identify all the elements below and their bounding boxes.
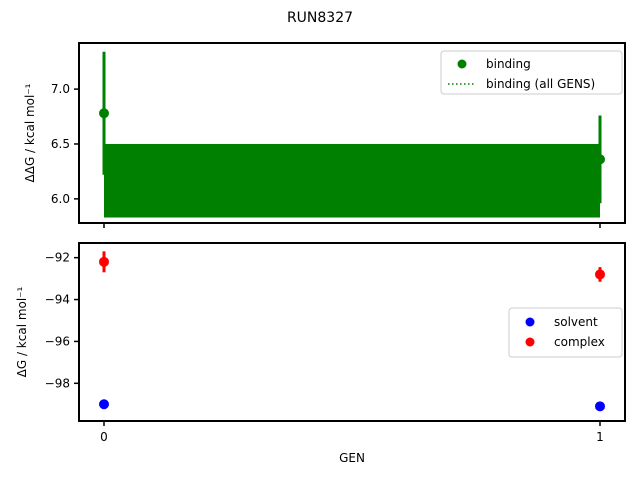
x-tick-label: 0 xyxy=(100,430,108,444)
top-legend-box xyxy=(440,50,623,95)
solvent-marker-icon xyxy=(525,317,535,327)
bottom-y-ticks: −92 −94 −96 −98 xyxy=(45,251,79,390)
top-y-tick-label: 6.5 xyxy=(51,137,70,151)
top-y-axis-label: ΔΔG / kcal mol⁻¹ xyxy=(23,83,37,182)
binding-marker-icon xyxy=(457,59,467,69)
bottom-y-axis-label: ΔG / kcal mol⁻¹ xyxy=(15,286,29,377)
bottom-legend: solvent complex xyxy=(508,307,623,358)
complex-marker-icon xyxy=(525,337,535,347)
solvent-point xyxy=(595,401,605,412)
bottom-y-tick-label: −92 xyxy=(45,251,70,265)
legend-binding-label: binding xyxy=(486,57,531,71)
top-y-tick-label: 7.0 xyxy=(51,82,70,96)
top-y-ticks: 6.0 6.5 7.0 xyxy=(51,82,79,206)
top-axes-frame xyxy=(78,42,626,224)
top-panel: 6.0 6.5 7.0 ΔΔG / kcal mol⁻¹ binding bindi… xyxy=(23,42,626,228)
bottom-axes-frame xyxy=(78,242,626,422)
complex-point xyxy=(595,269,605,280)
bottom-plot-area xyxy=(99,251,605,412)
binding-point xyxy=(595,154,605,165)
binding-all-gens-band xyxy=(104,143,600,218)
binding-point xyxy=(99,108,109,119)
bottom-y-tick-label: −96 xyxy=(45,334,70,348)
legend-solvent-label: solvent xyxy=(554,315,598,329)
bottom-y-tick-label: −98 xyxy=(45,376,70,390)
top-plot-area xyxy=(99,51,605,218)
x-axis-label: GEN xyxy=(339,451,365,465)
x-tick-label: 1 xyxy=(596,430,604,444)
bottom-legend-box xyxy=(508,307,623,358)
figure-title: RUN8327 xyxy=(287,10,353,26)
complex-point xyxy=(99,256,109,267)
top-legend: binding binding (all GENS) xyxy=(440,50,623,95)
solvent-point xyxy=(99,399,109,410)
top-y-tick-label: 6.0 xyxy=(51,192,70,206)
legend-binding-all-gens-label: binding (all GENS) xyxy=(486,77,595,91)
bottom-y-tick-label: −94 xyxy=(45,293,70,307)
top-x-ticks xyxy=(103,223,601,228)
legend-complex-label: complex xyxy=(554,335,605,349)
